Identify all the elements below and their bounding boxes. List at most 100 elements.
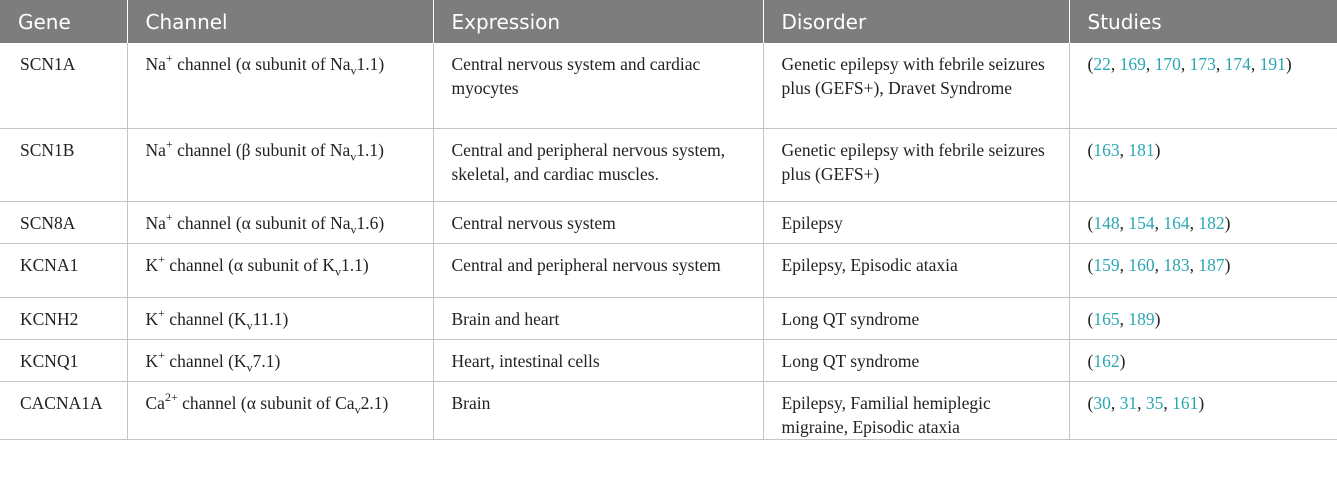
channel-subscript: v: [350, 63, 357, 78]
studies-cell: (148, 154, 164, 182): [1069, 201, 1337, 244]
gene-cell: SCN1B: [0, 128, 128, 202]
expression-cell: Central nervous system and cardiac myocy…: [433, 43, 764, 129]
channel-desc: channel (α subunit of Ca: [177, 392, 355, 413]
gene-cell: KCNH2: [0, 297, 128, 340]
reference-link[interactable]: 163: [1093, 139, 1120, 160]
reference-link[interactable]: 160: [1128, 254, 1155, 275]
reference-link[interactable]: 154: [1128, 212, 1155, 233]
ion-channel-genes-table: Gene Channel Expression Disorder Studies…: [0, 0, 1337, 440]
reference-link[interactable]: 165: [1093, 308, 1120, 329]
reference-link[interactable]: 35: [1145, 392, 1164, 413]
studies-cell: (163, 181): [1069, 128, 1337, 202]
channel-cell: Na+ channel (β subunit of Nav1.1): [127, 128, 434, 202]
gene-cell: KCNQ1: [0, 339, 128, 382]
reference-link[interactable]: 187: [1198, 254, 1225, 275]
channel-charge: +: [158, 305, 165, 320]
channel-ion: Ca: [145, 392, 165, 413]
reference-link[interactable]: 148: [1093, 212, 1120, 233]
studies-cell: (165, 189): [1069, 297, 1337, 340]
expression-cell: Central nervous system: [433, 201, 764, 244]
reference-link[interactable]: 191: [1259, 54, 1286, 74]
header-gene: Gene: [0, 0, 128, 43]
channel-desc: channel (α subunit of K: [164, 254, 335, 275]
channel-charge: +: [158, 251, 165, 266]
disorder-cell: Long QT syndrome: [763, 297, 1070, 340]
reference-link[interactable]: 182: [1198, 212, 1225, 233]
reference-link[interactable]: 31: [1119, 392, 1138, 413]
channel-charge: +: [158, 347, 165, 362]
channel-subtype: 1.1): [356, 54, 385, 74]
channel-ion: K: [145, 308, 159, 329]
channel-ion: Na: [145, 54, 166, 74]
channel-subscript: v: [246, 318, 253, 332]
channel-charge: +: [165, 209, 173, 224]
reference-link[interactable]: 189: [1128, 308, 1155, 329]
channel-subscript: v: [334, 264, 341, 278]
channel-subtype: 7.1): [252, 350, 281, 371]
channel-desc: channel (β subunit of Na: [172, 139, 351, 160]
gene-cell: KCNA1: [0, 243, 128, 298]
reference-link[interactable]: 181: [1128, 139, 1155, 160]
channel-cell: K+ channel (Kv11.1): [127, 297, 434, 340]
studies-cell: (162): [1069, 339, 1337, 382]
channel-ion: K: [145, 254, 159, 275]
channel-ion: Na: [145, 212, 166, 233]
disorder-cell: Long QT syndrome: [763, 339, 1070, 382]
channel-subtype: 1.6): [356, 212, 385, 233]
header-studies: Studies: [1087, 9, 1162, 34]
channel-subtype: 1.1): [340, 254, 369, 275]
channel-subscript: v: [350, 149, 357, 163]
reference-link[interactable]: 183: [1163, 254, 1190, 275]
channel-cell: Na+ channel (α subunit of Nav1.1): [127, 43, 434, 129]
studies-cell: (159, 160, 183, 187): [1069, 243, 1337, 298]
gene-cell: SCN8A: [0, 201, 128, 244]
channel-cell: K+ channel (Kv7.1): [127, 339, 434, 382]
channel-cell: Ca2+ channel (α subunit of Cav2.1): [127, 381, 434, 440]
gene-cell: CACNA1A: [0, 381, 128, 440]
channel-charge: +: [165, 51, 173, 66]
expression-cell: Brain and heart: [433, 297, 764, 340]
reference-link[interactable]: 174: [1224, 54, 1251, 74]
channel-desc: channel (α subunit of Na: [172, 212, 351, 233]
reference-link[interactable]: 159: [1093, 254, 1120, 275]
channel-desc: channel (K: [164, 350, 247, 371]
channel-cell: Na+ channel (α subunit of Nav1.6): [127, 201, 434, 244]
expression-cell: Heart, intestinal cells: [433, 339, 764, 382]
header-channel: Channel: [127, 0, 434, 43]
reference-link[interactable]: 162: [1093, 350, 1120, 371]
channel-ion: K: [145, 350, 159, 371]
channel-subscript: v: [354, 402, 361, 416]
header-disorder: Disorder: [763, 0, 1070, 43]
channel-charge: +: [165, 136, 173, 151]
disorder-cell: Genetic epilepsy with febrile seizures p…: [763, 128, 1070, 202]
channel-cell: K+ channel (α subunit of Kv1.1): [127, 243, 434, 298]
channel-ion: Na: [145, 139, 166, 160]
reference-link[interactable]: 170: [1154, 54, 1181, 74]
disorder-cell: Epilepsy, Episodic ataxia: [763, 243, 1070, 298]
gene-cell: SCN1A: [0, 43, 128, 129]
expression-cell: Central and peripheral nervous system: [433, 243, 764, 298]
reference-link[interactable]: 30: [1093, 392, 1111, 413]
studies-cell: (22, 169, 170, 173, 174, 191): [1069, 43, 1337, 129]
disorder-cell: Epilepsy: [763, 201, 1070, 244]
header-expression: Expression: [433, 0, 764, 43]
channel-charge: 2+: [164, 389, 178, 404]
channel-subtype: 1.1): [356, 139, 384, 160]
reference-link[interactable]: 164: [1163, 212, 1190, 233]
reference-link[interactable]: 173: [1189, 54, 1216, 74]
reference-link[interactable]: 22: [1093, 54, 1111, 74]
channel-desc: channel (α subunit of Na: [172, 54, 351, 74]
reference-link[interactable]: 169: [1119, 54, 1146, 74]
channel-subtype: 11.1): [252, 308, 289, 329]
reference-link[interactable]: 161: [1172, 392, 1199, 413]
expression-cell: Brain: [433, 381, 764, 440]
table-header-row: Gene Channel Expression Disorder Studies: [0, 0, 1337, 43]
expression-cell: Central and peripheral nervous system, s…: [433, 128, 764, 202]
